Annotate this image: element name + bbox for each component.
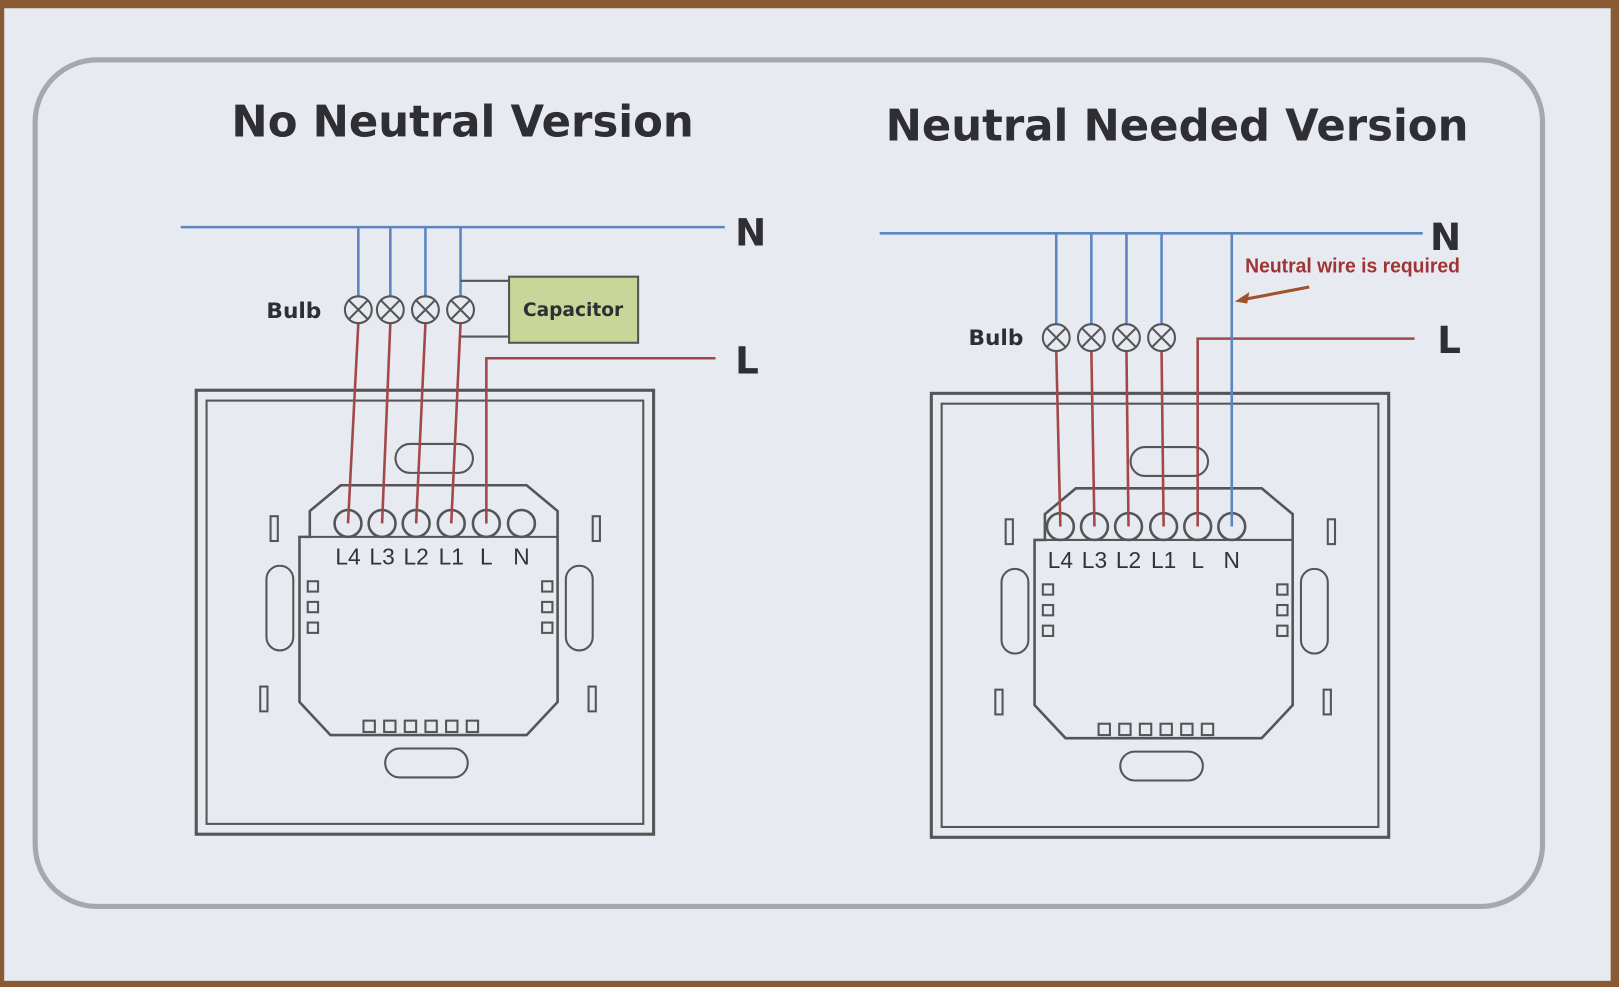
bulb-label: Bulb: [968, 326, 1023, 351]
mount-slot: [1129, 446, 1210, 477]
capacitor-box: [508, 275, 640, 344]
pin: [1097, 722, 1111, 737]
live-wire: [485, 356, 716, 524]
mount-slot: [1119, 750, 1204, 782]
terminal-label-l1: L1: [439, 544, 464, 570]
terminal-label-n: N: [513, 544, 529, 570]
pin: [541, 580, 554, 593]
screw-slot: [994, 688, 1004, 716]
note-arrow-head: [1234, 292, 1250, 304]
pin: [541, 621, 554, 634]
neutral-required-note: Neutral wire is required: [1245, 255, 1460, 278]
switch-module: [298, 483, 559, 737]
panel-neutral-needed: N L Bulb Neutral wire is required L4 L3 L2…: [879, 216, 1461, 839]
card-frame: [32, 57, 1546, 910]
terminal-label-l2: L2: [1116, 547, 1141, 573]
note-arrow: [1243, 285, 1310, 301]
switch-plate: [194, 388, 656, 836]
screw-slot: [259, 685, 269, 713]
pin: [1041, 603, 1055, 617]
pin: [1276, 583, 1289, 596]
screw-slot: [1326, 518, 1337, 546]
neutral-label: N: [735, 212, 766, 255]
bulb-label: Bulb: [266, 299, 321, 324]
bulb-cross: [380, 299, 401, 320]
panel-title-no-neutral: No Neutral Version: [231, 97, 693, 147]
live-label: L: [1437, 319, 1461, 362]
pin: [362, 719, 376, 734]
pin: [1041, 624, 1055, 638]
switch-plate: [929, 391, 1391, 839]
bulb-load-wire: [414, 323, 427, 524]
capacitor-wire: [460, 279, 510, 338]
bulb-load-wire: [1160, 351, 1165, 527]
terminal-label-l: L: [1191, 547, 1204, 573]
bulb-cross: [1081, 327, 1102, 348]
neutral-label: N: [1430, 216, 1461, 259]
screw-slot: [1004, 518, 1014, 546]
pin: [1138, 722, 1153, 737]
mount-slot: [265, 564, 295, 652]
terminal-label-l3: L3: [1082, 547, 1107, 573]
capacitor-label: Capacitor: [523, 300, 624, 321]
pin: [1276, 603, 1289, 617]
terminal-label-n: N: [1224, 547, 1240, 573]
screw-slot: [591, 515, 601, 543]
bulb-cross: [450, 299, 471, 320]
bulb-load-wire: [380, 323, 392, 524]
pin: [306, 580, 320, 593]
terminal-label-l1: L1: [1151, 547, 1176, 573]
switch-plate-inner: [940, 402, 1380, 829]
pin: [1159, 722, 1173, 737]
pin: [1180, 722, 1194, 737]
pin: [541, 600, 554, 614]
live-label: L: [735, 340, 759, 383]
pin: [383, 719, 397, 734]
bulb-load-wire: [1054, 350, 1062, 527]
mount-slot: [384, 747, 469, 779]
bulb-cross: [1151, 327, 1172, 348]
bulb-cross: [1046, 327, 1067, 348]
bulb-cross: [415, 299, 436, 320]
switch-module: [1033, 487, 1294, 740]
pin: [424, 719, 438, 734]
mount-slot: [1299, 567, 1329, 655]
terminal-label-l4: L4: [335, 544, 360, 570]
mount-slot: [564, 564, 594, 652]
terminal-screw: [506, 508, 537, 539]
bulb-cross: [348, 299, 369, 320]
screw-slot: [587, 685, 597, 713]
card: [4, 8, 1611, 981]
bulb-load-wire: [1090, 351, 1096, 527]
bulb-load-wire: [1125, 351, 1130, 527]
pin: [403, 719, 418, 734]
terminal-label-l2: L2: [404, 544, 429, 570]
terminal-label-l: L: [480, 544, 493, 570]
pin: [465, 719, 480, 734]
screw-slot: [1322, 688, 1332, 716]
pin: [445, 719, 459, 734]
terminal-label-l3: L3: [369, 544, 394, 570]
switch-plate-inner: [205, 399, 645, 825]
terminal-label-l4: L4: [1048, 547, 1073, 573]
bulb-cross: [1116, 327, 1137, 348]
mount-slot: [1000, 567, 1030, 655]
pin: [306, 621, 320, 634]
pin: [1041, 583, 1055, 596]
panel-title-neutral-needed: Neutral Needed Version: [886, 101, 1469, 151]
pin: [1276, 624, 1289, 638]
pin: [306, 600, 320, 614]
live-wire: [1196, 337, 1415, 527]
screw-slot: [269, 515, 279, 543]
bulb-load-wire: [449, 323, 462, 524]
pin: [1118, 722, 1132, 737]
pin: [1200, 722, 1215, 737]
mount-slot: [394, 442, 474, 474]
bulb-load-wire: [346, 323, 360, 524]
